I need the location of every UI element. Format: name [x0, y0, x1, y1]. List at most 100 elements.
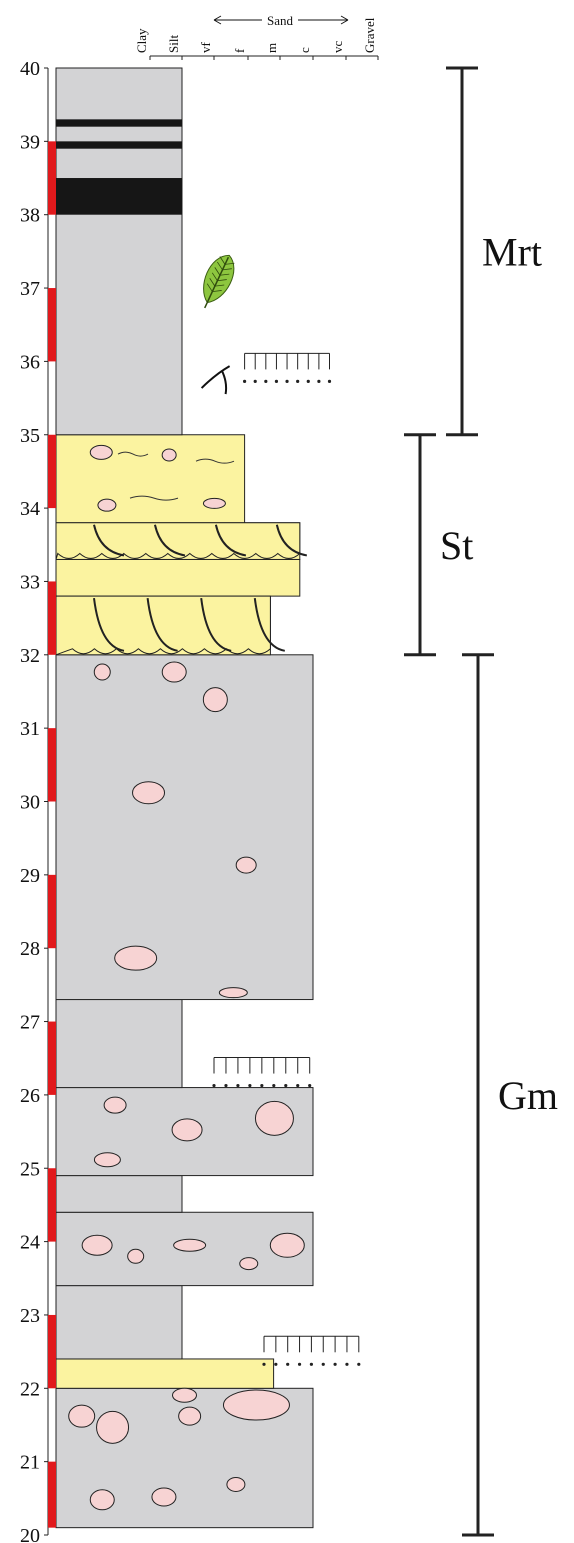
paleosol-dot [327, 379, 332, 383]
pebble-icon [89, 444, 113, 460]
paleosol-dot [274, 379, 279, 383]
paleosol-dot [260, 1083, 264, 1088]
foreset-line [153, 524, 186, 557]
lamination-line [195, 458, 235, 464]
scale-mark [48, 1461, 56, 1528]
depth-tick-label: 38 [20, 205, 40, 227]
pebble-icon [93, 1152, 121, 1168]
cross-bedding-group [55, 522, 308, 656]
layer-sandstone [55, 558, 301, 597]
pebble-icon [235, 856, 257, 874]
grain-class-label: vc [330, 41, 345, 54]
pebble-icon [239, 1257, 259, 1271]
leaf-vein [214, 267, 230, 276]
depth-tick-label: 34 [20, 498, 40, 520]
pebble-icon [173, 1238, 207, 1252]
paleosol-dot [296, 379, 300, 383]
coal-band [56, 119, 182, 127]
scale-mark [48, 1168, 56, 1242]
facies-bracket-gm: Gm [462, 653, 558, 1537]
pebble-icon [97, 498, 117, 512]
pebble-icon [202, 687, 228, 713]
leaf-fossil-icon [203, 254, 235, 309]
coal-bands [56, 119, 182, 215]
depth-tick-label: 36 [20, 351, 40, 373]
scale-mark [48, 288, 56, 362]
foreset-line [275, 524, 308, 557]
paleosol-dot [357, 1362, 361, 1366]
depth-tick-label: 28 [20, 938, 40, 960]
depth-tick-label: 21 [20, 1452, 40, 1474]
pebble-icon [132, 781, 166, 805]
paleosol-dot [248, 1083, 252, 1088]
paleosol-dot [308, 1083, 312, 1088]
depth-axis: 4039383736353433323130292827262524232221… [20, 58, 56, 1543]
pebble-icon [161, 448, 177, 462]
paleosol-dot [285, 379, 289, 383]
leaf-midrib [204, 256, 230, 309]
sand-arrow-left [213, 15, 262, 25]
foreset-line [214, 524, 247, 557]
layer-sandstone [55, 1358, 275, 1389]
layer-mudstone [55, 67, 183, 436]
layer-mudstone [55, 1285, 183, 1360]
paleosol-dot [236, 1083, 240, 1088]
pebble-icon [269, 1232, 305, 1258]
lithology-column [55, 67, 314, 1529]
grain-class-label: m [264, 43, 279, 53]
scale-mark [48, 1021, 56, 1095]
layer-mudstone [55, 1175, 183, 1213]
facies-label: Mrt [482, 229, 542, 274]
layer-mudstone [55, 999, 183, 1089]
depth-tick-label: 27 [20, 1012, 40, 1034]
leaf-vein [211, 272, 227, 282]
facies-label: Gm [498, 1073, 558, 1118]
pebble-icon [96, 1410, 130, 1444]
pebble-icon [127, 1248, 145, 1264]
paleosol-dot [309, 1362, 313, 1366]
paleosol-dot [297, 1362, 302, 1366]
scale-mark [48, 1314, 56, 1389]
depth-tick-label: 20 [20, 1525, 40, 1543]
foreset-line [93, 597, 125, 652]
paleosol-dot [243, 379, 247, 383]
coal-band [56, 141, 182, 149]
pebble-icon [171, 1118, 203, 1142]
depth-tick-label: 26 [20, 1085, 40, 1107]
pebble-icon [226, 1476, 246, 1492]
scale-mark [48, 728, 56, 802]
scale-mark [48, 874, 56, 949]
scale-mark [48, 434, 56, 509]
foreset-line [200, 597, 232, 652]
sand-arrow-right [298, 15, 349, 25]
coal-band [56, 178, 182, 215]
grain-class-label: Clay [134, 28, 149, 53]
pebble-icon [202, 497, 226, 509]
layer-sandstone [55, 434, 246, 524]
depth-tick-label: 39 [20, 131, 40, 153]
paleosol-dot [264, 379, 268, 383]
foreset-line [253, 597, 286, 652]
paleosol-dot [272, 1083, 276, 1088]
pebble-icon [161, 661, 187, 683]
paleosol-dot [284, 1083, 288, 1088]
pebble-icon [93, 663, 111, 681]
paleosol-dot [286, 1362, 290, 1366]
scale-mark [48, 141, 56, 215]
grain-class-label: Silt [166, 35, 181, 53]
depth-tick-label: 37 [20, 278, 40, 300]
pebble-icon [178, 1406, 202, 1426]
pebble-icon [68, 1404, 96, 1428]
paleosol-dot [296, 1083, 300, 1088]
facies-label: St [440, 523, 473, 568]
clast-layer [68, 444, 305, 1511]
facies-bracket-mrt: Mrt [446, 66, 542, 437]
paleosol-symbol [212, 1057, 312, 1088]
lamination-line [117, 451, 149, 457]
paleosol-dot [321, 1362, 325, 1366]
cross-bedding-icon [55, 595, 271, 656]
sand-header: Sand [267, 13, 294, 28]
layer-mudstone [55, 654, 314, 1001]
